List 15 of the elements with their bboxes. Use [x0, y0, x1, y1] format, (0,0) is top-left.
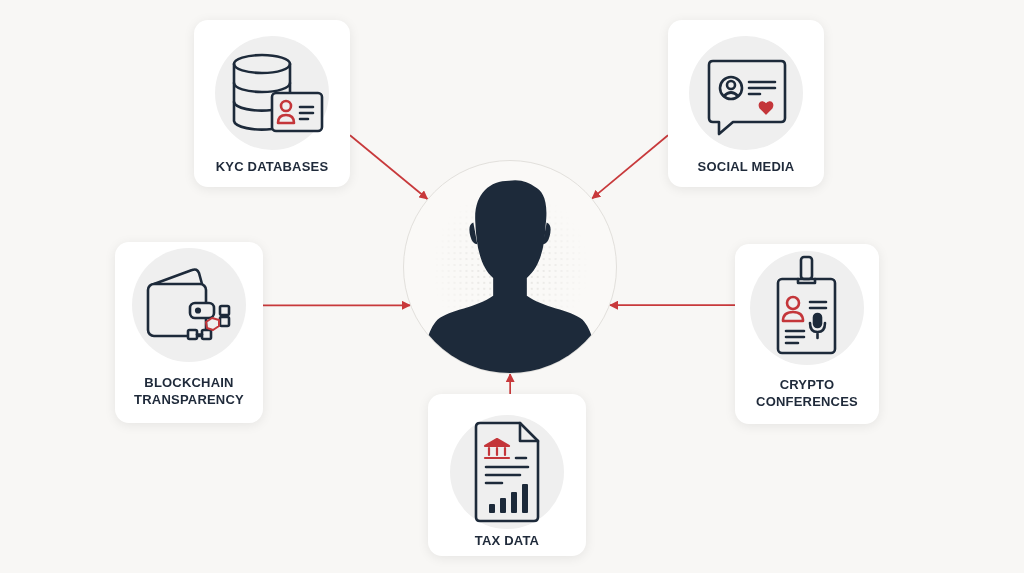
card-label: TAX DATA	[473, 532, 541, 549]
source-card	[668, 20, 824, 187]
arrow	[505, 373, 515, 395]
card-label: KYC DATABASES	[214, 158, 330, 175]
arrow	[609, 300, 736, 310]
source-card	[115, 242, 263, 423]
source-card	[194, 20, 350, 187]
arrow	[262, 300, 411, 310]
card-label: SOCIAL MEDIA	[696, 158, 796, 175]
source-card	[428, 394, 586, 556]
arrow	[591, 134, 669, 200]
card-label: BLOCKCHAIN TRANSPARENCY	[133, 373, 245, 408]
arrow	[349, 134, 429, 200]
card-label: CRYPTO CONFERENCES	[755, 375, 859, 410]
source-card	[735, 244, 879, 424]
